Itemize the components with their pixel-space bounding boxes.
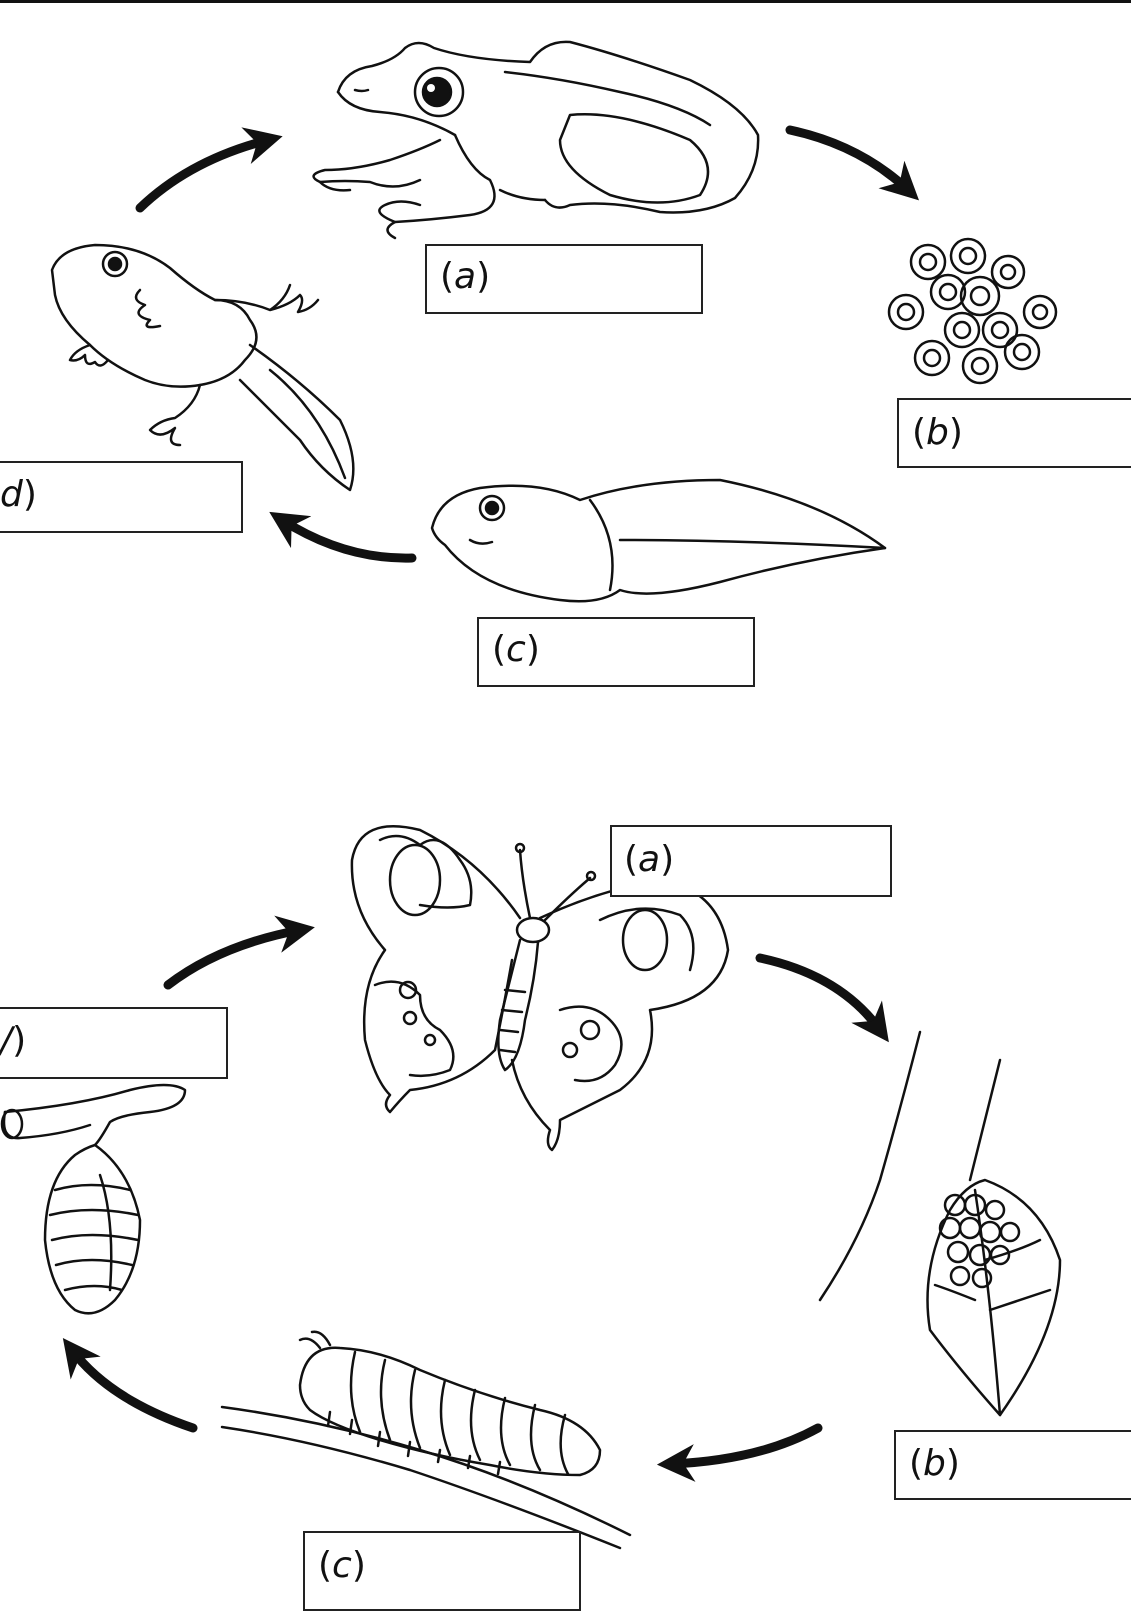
frog-label-box-d[interactable] [0, 461, 243, 533]
frog-label-box-c[interactable] [477, 617, 755, 687]
arrow-chrysalis-to-butterfly [163, 915, 315, 990]
frog-label-d: d) [0, 474, 37, 515]
butterfly-label-d: /) [0, 1020, 26, 1061]
leaf-eggs-drawing [818, 1030, 1062, 1417]
butterfly-label-c: (c) [318, 1545, 366, 1586]
tadpole-drawing [430, 478, 887, 603]
frog-eggs-drawing [887, 237, 1058, 385]
frog-label-d-letter: d [0, 474, 23, 515]
butterfly-label-b-open: ( [909, 1443, 924, 1484]
butterfly-label-a-letter: a [638, 839, 661, 880]
frog-label-a-open: ( [440, 256, 455, 297]
frog-label-box-a[interactable] [425, 244, 703, 314]
butterfly-label-d-close: ) [12, 1020, 27, 1061]
arrow-frog-to-eggs [785, 125, 920, 201]
butterfly-label-box-b[interactable] [894, 1430, 1131, 1500]
frog-label-c: (c) [492, 629, 540, 670]
butterfly-label-d-letter: / [0, 1020, 13, 1061]
frog-label-b-close: ) [948, 412, 963, 453]
frog-cycle-arrows [135, 125, 920, 563]
arrow-butterfly-to-eggs [755, 953, 889, 1043]
butterfly-label-b-close: ) [945, 1443, 960, 1484]
butterfly-label-a-close: ) [660, 839, 675, 880]
froglet-drawing [50, 243, 355, 492]
arrow-froglet-to-frog [135, 127, 283, 213]
butterfly-label-a: (a) [624, 839, 674, 880]
frog-label-b: (b) [912, 412, 963, 453]
butterfly-label-c-close: ) [351, 1545, 366, 1586]
frog-label-c-close: ) [525, 629, 540, 670]
chrysalis-drawing [0, 1083, 187, 1315]
frog-label-c-open: ( [492, 629, 507, 670]
butterfly-label-c-open: ( [318, 1545, 333, 1586]
frog-label-a: (a) [440, 256, 490, 297]
frog-label-b-open: ( [912, 412, 927, 453]
butterfly-label-box-d[interactable] [0, 1007, 228, 1079]
frog-label-box-b[interactable] [897, 398, 1131, 468]
butterfly-label-box-a[interactable] [610, 825, 892, 897]
top-border-line [0, 0, 1131, 3]
butterfly-label-b: (b) [909, 1443, 960, 1484]
frog-label-a-letter: a [454, 256, 477, 297]
frog-label-c-letter: c [506, 629, 526, 670]
frog-label-a-close: ) [476, 256, 491, 297]
butterfly-label-c-letter: c [332, 1545, 352, 1586]
frog-label-b-letter: b [926, 412, 949, 453]
caterpillar-drawing [220, 1330, 632, 1550]
butterfly-label-b-letter: b [923, 1443, 946, 1484]
arrow-eggs-to-caterpillar [656, 1423, 823, 1482]
butterfly-label-a-open: ( [624, 839, 639, 880]
adult-frog-drawing [312, 40, 760, 240]
arrow-caterpillar-to-chrysalis [62, 1337, 198, 1433]
butterfly-cycle-arrows [62, 915, 889, 1482]
arrow-tadpole-to-froglet [269, 511, 417, 563]
frog-label-d-close: ) [22, 474, 37, 515]
